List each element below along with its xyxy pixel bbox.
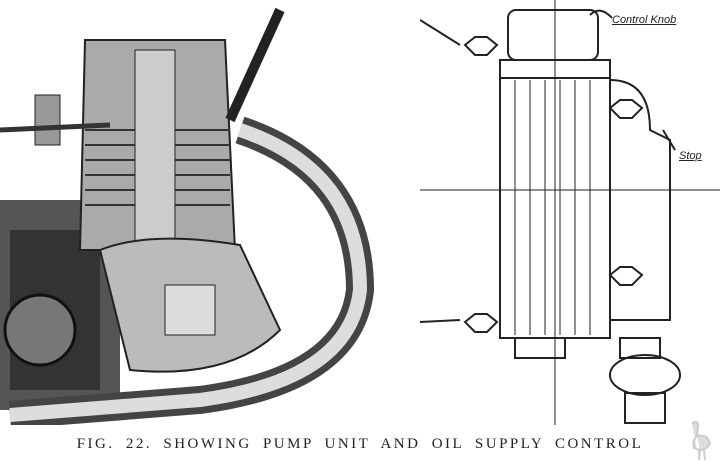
control-knob-label: Control Knob: [612, 14, 677, 26]
engine-illustration: [0, 7, 375, 425]
figure-caption: FIG. 22. SHOWING PUMP UNIT AND OIL SUPPL…: [76, 436, 644, 452]
stop-label: Stop: [679, 150, 702, 162]
emu-logo-icon: [691, 421, 712, 460]
pump-unit-drawing: [420, 0, 720, 425]
